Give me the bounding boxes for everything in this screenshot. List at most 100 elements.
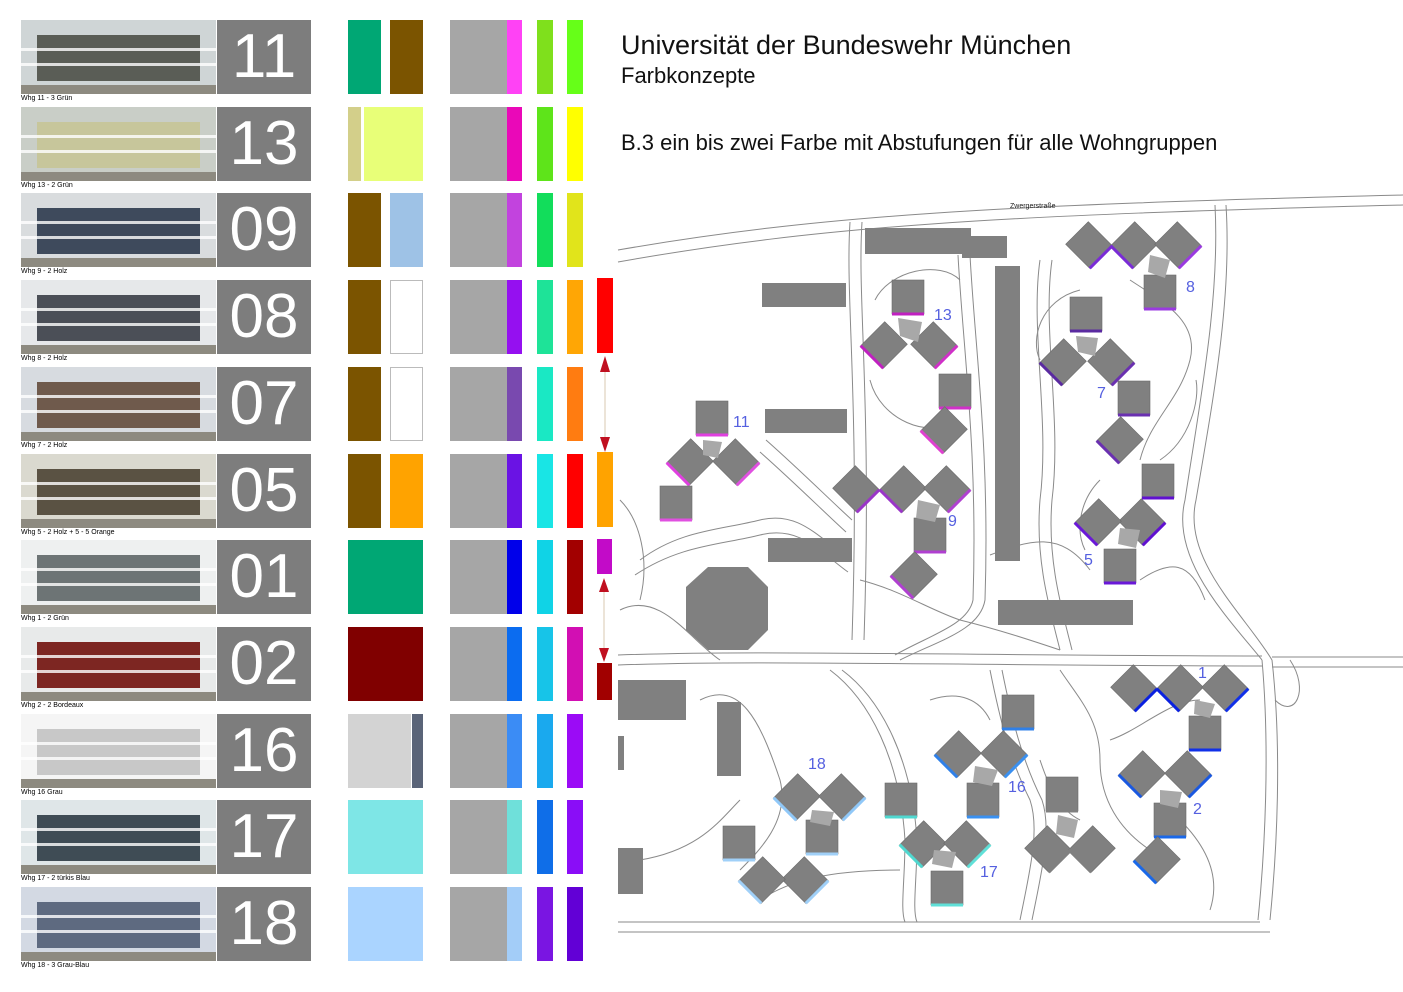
scale-swatch: [567, 107, 583, 181]
scale-swatch: [567, 280, 583, 354]
accent-strip: [507, 540, 522, 614]
scale-swatch: [537, 627, 553, 701]
building-photo: [21, 193, 216, 267]
group-label-7: 7: [1097, 385, 1106, 402]
hub-13: [898, 318, 922, 342]
scale-swatch: [537, 193, 553, 267]
building-1a: [1110, 664, 1159, 713]
residential-groups: [659, 221, 1250, 907]
color-swatch: [348, 367, 381, 441]
building-18e: [737, 856, 786, 905]
color-swatch: [348, 887, 423, 961]
building-1b: [1155, 664, 1204, 713]
scale-swatch: [537, 800, 553, 874]
building-photo: [21, 887, 216, 961]
scale-swatch: [567, 540, 583, 614]
range-arrows: [599, 356, 610, 662]
hub-18: [810, 810, 834, 826]
group-number: 08: [217, 280, 311, 354]
color-swatch: [390, 20, 423, 94]
base-gray-swatch: [450, 800, 507, 874]
building-photo: [21, 107, 216, 181]
photo-caption: Whg 11 - 3 Grün: [21, 95, 73, 102]
color-swatch: [348, 193, 381, 267]
building-x2: [1024, 825, 1073, 874]
building-18b: [818, 773, 867, 822]
base-gray-swatch: [450, 280, 507, 354]
building-7e: [1095, 416, 1144, 465]
photo-caption: Whg 7 - 2 Holz: [21, 442, 68, 449]
building-11d: [659, 485, 693, 522]
scale-swatch: [537, 454, 553, 528]
building-1d: [1188, 715, 1222, 752]
building-2d: [1132, 836, 1181, 885]
building-13b: [859, 321, 908, 370]
building-2b: [1164, 750, 1213, 799]
extra-swatch-01: [597, 539, 612, 574]
group-label-13: 13: [934, 307, 952, 324]
building-8b: [1109, 221, 1158, 270]
group-label-1: 1: [1198, 665, 1207, 682]
street-label: Zwergerstraße: [1010, 203, 1056, 210]
color-swatch: [348, 800, 423, 874]
building-x3: [1067, 825, 1116, 874]
building-9e: [889, 551, 938, 600]
building-11b: [665, 438, 714, 487]
scale-swatch: [567, 887, 583, 961]
hub-8: [1148, 255, 1170, 278]
base-gray-swatch: [450, 714, 507, 788]
building-7d: [1117, 380, 1151, 417]
group-row-13: Whg 13 - 2 Grün 13: [0, 107, 620, 189]
building-18f: [722, 825, 756, 862]
building-16c: [980, 730, 1029, 779]
building-18a: [772, 773, 821, 822]
building-17d: [930, 870, 964, 907]
building-9c: [923, 465, 972, 514]
base-gray-swatch: [450, 887, 507, 961]
group-number: 07: [217, 367, 311, 441]
building-photo: [21, 280, 216, 354]
color-swatch: [348, 540, 423, 614]
building-photo: [21, 714, 216, 788]
group-number: 05: [217, 454, 311, 528]
building-18d: [781, 856, 830, 905]
building-5d: [1103, 548, 1137, 585]
building-17c: [943, 820, 992, 869]
photo-caption: Whg 5 - 2 Holz + 5 - 5 Orange: [21, 529, 115, 536]
building-9d: [913, 517, 947, 554]
hub-1: [1194, 700, 1215, 718]
base-gray-swatch: [450, 20, 507, 94]
scale-swatch: [567, 800, 583, 874]
building-13e: [919, 406, 968, 455]
base-gray-swatch: [450, 540, 507, 614]
group-label-16: 16: [1008, 779, 1026, 796]
extra-swatch-08: [597, 278, 613, 353]
color-swatch: [348, 20, 381, 94]
base-gray-swatch: [450, 193, 507, 267]
extra-swatch-02: [597, 663, 612, 700]
building-photo: [21, 20, 216, 94]
group-number: 13: [217, 107, 311, 181]
map-labels: Zwergerstraße 13 8 11 7 9 5 1 18 16 2 17: [733, 203, 1207, 881]
color-swatch: [348, 107, 361, 181]
building-17b: [898, 820, 947, 869]
building-2a: [1117, 750, 1166, 799]
photo-caption: Whg 13 - 2 Grün: [21, 182, 73, 189]
color-swatch: [348, 454, 381, 528]
building-16d: [966, 782, 1000, 819]
accent-strip: [507, 107, 522, 181]
photo-caption: Whg 16 Grau: [21, 789, 63, 796]
building-11a: [695, 400, 729, 437]
color-swatch: [348, 627, 423, 701]
building-photo: [21, 627, 216, 701]
building-5a: [1141, 463, 1175, 500]
building-9b: [878, 465, 927, 514]
accent-strip: [507, 887, 522, 961]
photo-caption: Whg 17 - 2 türkis Blau: [21, 875, 90, 882]
building-x1: [1045, 776, 1079, 813]
base-gray-swatch: [450, 367, 507, 441]
group-label-11: 11: [733, 414, 750, 431]
scale-swatch: [537, 280, 553, 354]
